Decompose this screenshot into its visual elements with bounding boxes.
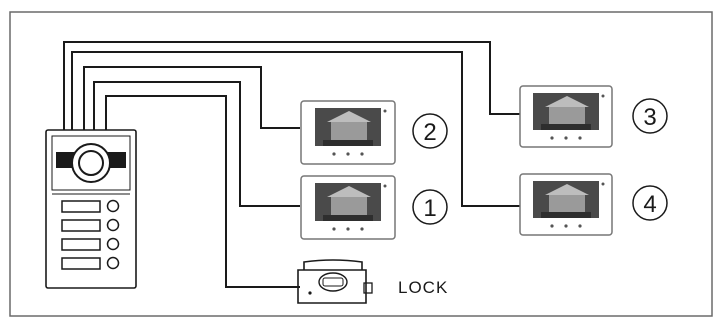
monitor-2 xyxy=(300,100,396,165)
monitor-led-icon xyxy=(383,109,387,113)
electric-lock: LOCK xyxy=(297,259,448,304)
house-roof xyxy=(545,184,589,195)
monitor-key-icon xyxy=(332,152,336,156)
monitor-badge-2: 2 xyxy=(412,113,448,149)
monitor-key-icon xyxy=(578,224,582,228)
monitor-1 xyxy=(300,175,396,240)
wire-monitor-2 xyxy=(83,66,300,130)
house-image xyxy=(331,120,367,140)
camera-lens-icon xyxy=(78,150,104,176)
monitor-3 xyxy=(519,85,613,148)
lock-label: LOCK xyxy=(398,278,448,297)
call-button-indicator-4 xyxy=(106,256,120,270)
lock-keyway xyxy=(322,277,344,287)
monitor-2-number: 2 xyxy=(423,119,436,146)
house-lawn xyxy=(541,124,591,130)
lock-body xyxy=(297,269,367,304)
call-button-indicator-3 xyxy=(106,237,120,251)
monitor-badge-3: 3 xyxy=(632,98,668,134)
monitor-key-icon xyxy=(360,152,364,156)
monitor-key-icon xyxy=(564,224,568,228)
call-button-4 xyxy=(61,257,101,270)
call-button-indicator-2 xyxy=(106,218,120,232)
monitor-key-icon xyxy=(578,136,582,140)
badge-circle xyxy=(412,189,448,225)
call-button-indicator-1 xyxy=(106,199,120,213)
wire-monitor-3 xyxy=(63,41,520,130)
monitor-led-icon xyxy=(383,184,387,188)
monitor-led-icon xyxy=(601,94,605,98)
monitor-3-number: 3 xyxy=(643,104,656,131)
outdoor-station xyxy=(45,129,137,289)
outdoor-station-body xyxy=(45,129,137,289)
house-image xyxy=(331,195,367,215)
house-lawn xyxy=(323,140,373,146)
badge-circle xyxy=(632,98,668,134)
wires xyxy=(63,41,520,288)
house-image xyxy=(549,105,585,124)
monitor-key-icon xyxy=(332,227,336,231)
monitor-key-icon xyxy=(550,136,554,140)
monitor-led-icon xyxy=(601,182,605,186)
monitor-badge-4: 4 xyxy=(632,185,668,221)
badge-circle xyxy=(412,113,448,149)
house-roof xyxy=(327,186,371,197)
house-roof xyxy=(327,111,371,122)
call-button-2 xyxy=(61,219,101,232)
monitor-key-icon xyxy=(550,224,554,228)
lock-top xyxy=(303,259,363,270)
call-button-3 xyxy=(61,238,101,251)
badge-circle xyxy=(632,185,668,221)
diagram-frame xyxy=(9,11,713,317)
monitor-1-number: 1 xyxy=(423,195,436,222)
wire-lock xyxy=(105,95,300,288)
lock-latch xyxy=(363,282,373,294)
monitor-badge-1: 1 xyxy=(412,189,448,225)
house-lawn xyxy=(323,215,373,221)
monitor-key-icon xyxy=(346,152,350,156)
monitor-4-number: 4 xyxy=(643,191,656,218)
house-lawn xyxy=(541,212,591,218)
wire-monitor-4 xyxy=(71,51,520,207)
lock-screw-icon xyxy=(308,291,312,295)
monitor-4 xyxy=(519,173,613,236)
wire-monitor-1 xyxy=(93,81,300,207)
call-button-1 xyxy=(61,200,101,213)
monitor-key-icon xyxy=(346,227,350,231)
house-roof xyxy=(545,96,589,107)
monitor-key-icon xyxy=(564,136,568,140)
house-image xyxy=(549,193,585,212)
monitor-key-icon xyxy=(360,227,364,231)
